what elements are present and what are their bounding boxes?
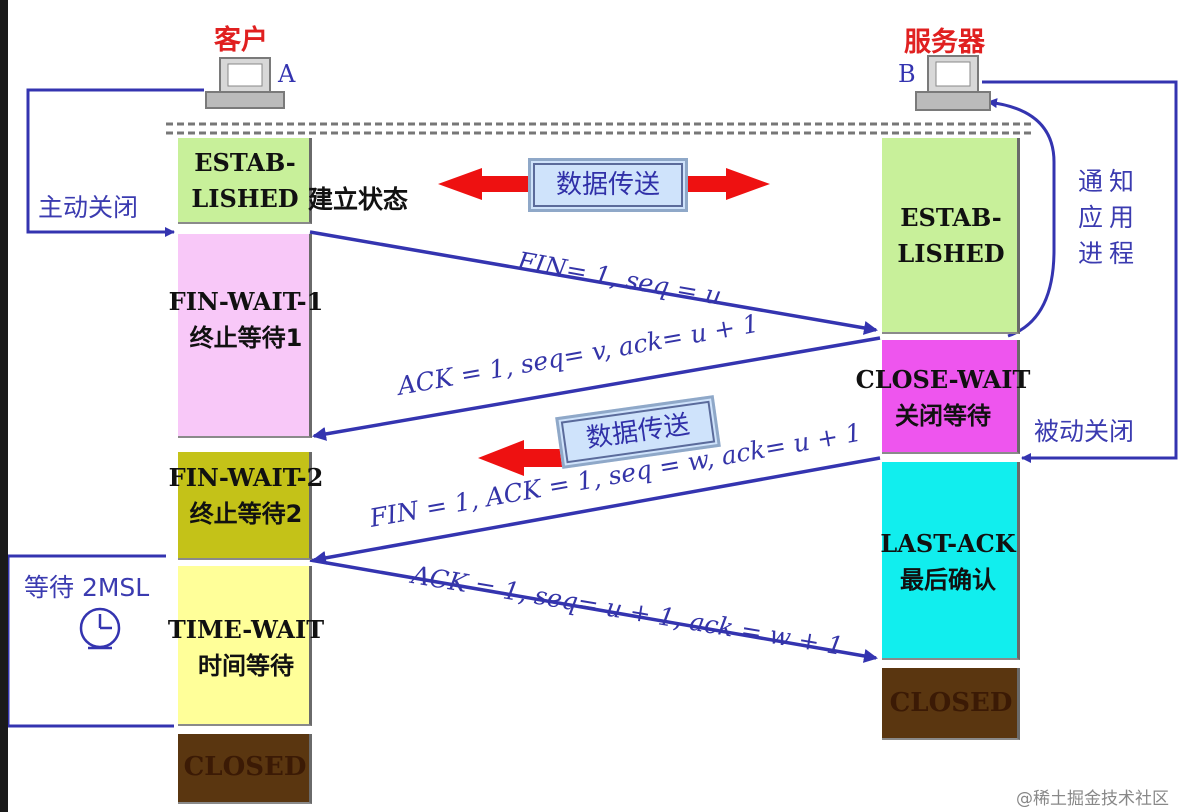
data-transfer-right-arrow [684,168,770,200]
state-line: LISHED [191,184,299,213]
notify-char: 用 [1109,203,1135,232]
clock-icon [79,607,121,650]
state-line: LAST-ACK [880,529,1016,558]
server-last-ack-text: LAST-ACK 最后确认 [858,526,1038,598]
wait-2msl-label: 等待 2MSL [24,573,150,602]
passive-close-arrow [982,80,1178,463]
data-transfer-left-arrow [438,168,538,200]
notify-char: 应 [1078,203,1104,232]
state-line: 时间等待 [198,652,294,680]
established-suffix: 建立状态 [308,185,409,214]
time-wait-loop [8,554,174,728]
state-line: FIN-WAIT-2 [168,463,324,492]
data-transfer-box: 数据传送 [528,158,688,212]
client-time-wait-text: TIME-WAIT 时间等待 [148,612,344,684]
active-close-label: 主动关闭 [38,193,139,222]
state-line: 终止等待2 [189,500,303,528]
server-title: 服务器 [904,27,985,58]
state-line: 关闭等待 [895,402,991,430]
state-line: TIME-WAIT [167,615,325,644]
state-line: FIN-WAIT-1 [168,287,324,316]
msg-fin-ack-arrow [312,456,881,565]
notify-char: 程 [1109,239,1135,268]
client-state-time-wait [178,566,312,726]
server-computer-icon [915,55,991,111]
msg-fin-arrow [309,230,878,335]
notify-char: 知 [1109,167,1135,196]
client-state-fin-wait-1 [178,234,312,438]
notify-char: 通 [1078,167,1104,196]
client-fin-wait-2-text: FIN-WAIT-2 终止等待2 [148,460,344,532]
client-closed-text: CLOSED [183,752,307,782]
server-state-last-ack [882,462,1020,660]
state-line: CLOSE-WAIT [855,365,1031,394]
msg-final-ack-arrow [309,558,878,663]
state-line: ESTAB- [194,148,296,177]
server-state-closed [882,668,1020,740]
data-transfer-back-arrow [478,440,568,476]
client-established-text: ESTAB- LISHED [172,145,318,217]
state-line: 最后确认 [900,566,996,594]
watermark: @稀土掘金技术社区 [1016,789,1169,809]
server-state-close-wait [882,340,1020,454]
notify-app-label: 通 知 应 用 进 程 [1078,162,1140,270]
server-closed-text: CLOSED [889,688,1013,718]
client-computer-icon [205,57,285,109]
server-letter: B [898,60,916,88]
tcp-four-way-handshake-diagram: 客户 A 服务器 B 主动关闭 等待 2MSL 被动关闭 通 知 应 用 进 程… [8,0,1184,812]
state-line: LISHED [897,239,1005,268]
client-fin-wait-1-text: FIN-WAIT-1 终止等待1 [148,284,344,356]
passive-close-label: 被动关闭 [1034,417,1135,446]
client-letter: A [278,60,296,88]
client-title: 客户 [214,25,268,56]
msg-ack-arrow [312,336,881,441]
client-state-fin-wait-2 [178,452,312,560]
state-line: ESTAB- [900,203,1002,232]
client-state-closed [178,734,312,804]
notify-app-arrow [987,98,1056,338]
server-established-text: ESTAB- LISHED [876,200,1026,272]
client-state-established [178,138,312,224]
notify-char: 进 [1078,239,1104,268]
active-close-arrow [26,88,204,237]
server-state-established [882,138,1020,334]
diagram-lines [8,55,1178,728]
server-close-wait-text: CLOSE-WAIT 关闭等待 [838,362,1048,434]
state-line: 终止等待1 [189,324,303,352]
